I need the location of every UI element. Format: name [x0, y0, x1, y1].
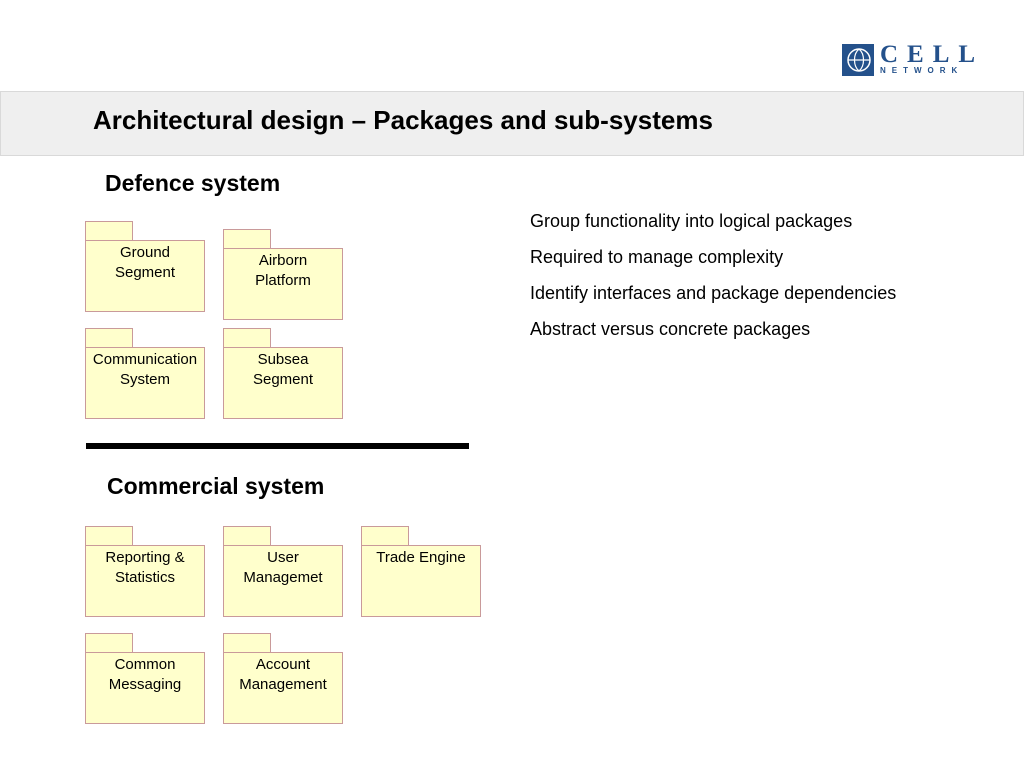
package-body: Trade Engine	[361, 545, 481, 617]
globe-logo-icon	[842, 44, 874, 76]
package-body: Subsea Segment	[223, 347, 343, 419]
bullet-list: Group functionality into logical package…	[530, 203, 896, 347]
package-label: Airborn Platform	[255, 252, 311, 289]
package-body: Ground Segment	[85, 240, 205, 312]
logo-subtitle: NETWORK	[880, 66, 964, 75]
package-tab	[85, 221, 133, 241]
package-body: Common Messaging	[85, 652, 205, 724]
defence-system-heading: Defence system	[105, 170, 281, 196]
package-body: Communication System	[85, 347, 205, 419]
package-tab	[85, 526, 133, 546]
bullet-item: Group functionality into logical package…	[530, 211, 853, 231]
package-label: User Managemet	[243, 549, 323, 586]
package-label: Common Messaging	[108, 656, 182, 693]
title-band	[0, 91, 1024, 156]
package-body: Reporting & Statistics	[85, 545, 205, 617]
package-label: Trade Engine	[376, 549, 466, 566]
package-tab	[223, 526, 271, 546]
logo-wordmark: CELL	[880, 41, 985, 68]
package-body: Airborn Platform	[223, 248, 343, 320]
slide-title: Architectural design – Packages and sub-…	[93, 105, 713, 135]
package-tab	[361, 526, 409, 546]
package-body: User Managemet	[223, 545, 343, 617]
package-tab	[85, 633, 133, 653]
package-body: Account Management	[223, 652, 343, 724]
bullet-item: Required to manage complexity	[530, 247, 784, 267]
package-label: Ground Segment	[114, 244, 176, 281]
package-tab	[223, 328, 271, 348]
section-divider	[86, 443, 469, 449]
bullet-item: Identify interfaces and package dependen…	[530, 283, 897, 303]
package-tab	[223, 633, 271, 653]
package-label: Account Management	[239, 656, 327, 693]
package-tab	[85, 328, 133, 348]
commercial-system-heading: Commercial system	[107, 473, 325, 499]
package-tab	[223, 229, 271, 249]
package-label: Communication System	[92, 351, 198, 388]
package-label: Reporting & Statistics	[105, 549, 185, 586]
cell-network-logo: CELL NETWORK	[842, 41, 975, 78]
package-label: Subsea Segment	[252, 351, 314, 388]
bullet-item: Abstract versus concrete packages	[530, 319, 811, 339]
